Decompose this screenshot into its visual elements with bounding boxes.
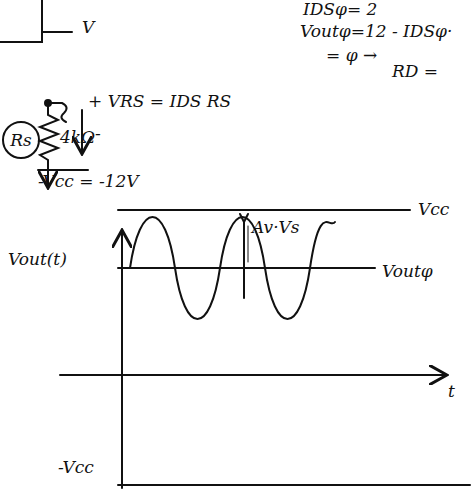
supply-level: Vcc [418, 200, 449, 219]
component-name: Rs [10, 130, 32, 150]
amplitude-label: Av·Vs [252, 218, 300, 237]
circled-label: Rs [2, 121, 40, 159]
time-axis: t [448, 382, 455, 401]
dc-level: Voutφ [382, 262, 433, 281]
current-eq: IDSφ= 2 [303, 0, 377, 19]
voltage-drop: + VRS = IDS RS [88, 92, 231, 111]
resistor-eq: RD = [392, 62, 438, 81]
equation: = φ → [326, 46, 377, 65]
output-eq: Voutφ=12 - IDSφ· [300, 22, 452, 41]
voltage-label: V [82, 18, 94, 37]
resistance-value: 4kΩ [60, 128, 95, 147]
supply-voltage: -Vcc = -12V [38, 172, 139, 191]
signal-name: Vout(t) [8, 250, 67, 269]
polarity: - [95, 124, 101, 143]
negative-supply: -Vcc [58, 458, 94, 477]
